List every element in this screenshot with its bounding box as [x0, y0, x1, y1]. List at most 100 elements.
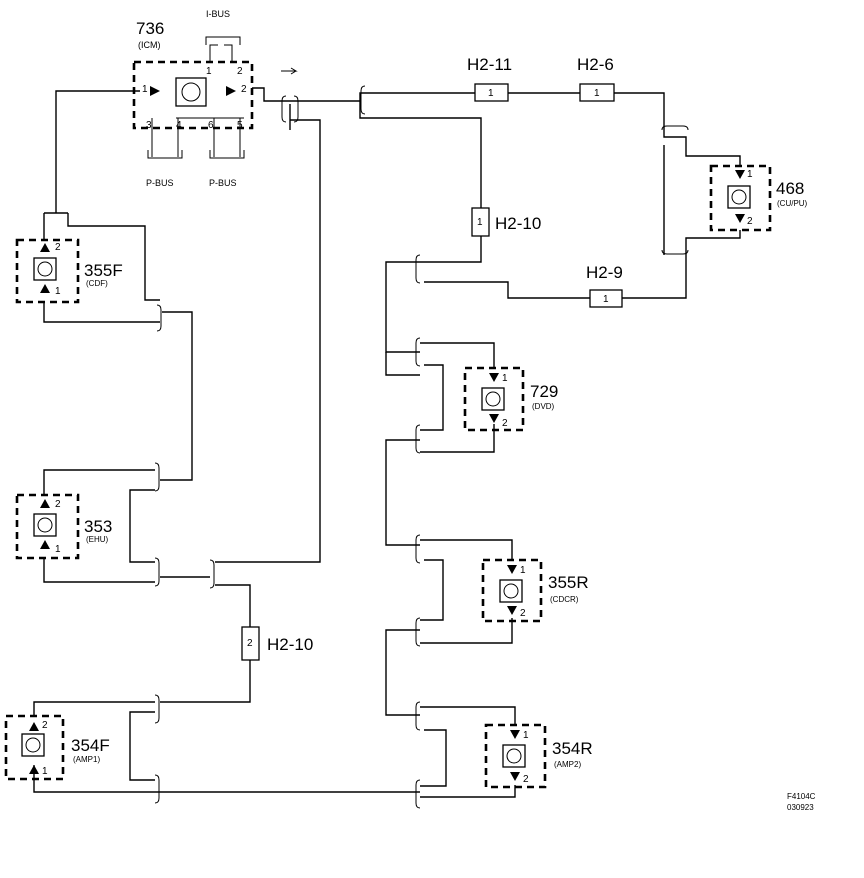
node-354r-in-arrow — [510, 730, 520, 739]
splice-marks — [147, 36, 689, 809]
splice-left-4 — [209, 559, 215, 589]
node-355f-pin-out: 2 — [55, 242, 61, 253]
pbus-bracket-right — [209, 150, 245, 159]
node-354f[interactable]: 2 1 354F (AMP1) — [4, 714, 110, 781]
node-353-pin-out: 2 — [55, 499, 61, 510]
node-353-name: (EHU) — [86, 535, 109, 544]
connector-h2-9[interactable]: 1 H2-9 — [586, 263, 623, 308]
node-729-pin-out: 2 — [502, 418, 508, 429]
wire-354f-out — [33, 701, 155, 716]
node-354f-out-arrow — [29, 722, 39, 731]
node-355r-icon — [503, 583, 519, 599]
footer-code: F4104C — [787, 792, 816, 801]
node-468-pin-in: 1 — [747, 169, 753, 180]
icm-pin-ibus-1: 1 — [206, 66, 212, 77]
wire-355r-loop — [420, 559, 444, 621]
node-729-in-arrow — [489, 373, 499, 382]
connector-h2-11-label: H2-11 — [467, 55, 512, 74]
connector-h2-10-top[interactable]: 1 H2-10 — [471, 207, 541, 237]
icm-pin-5: 5 — [237, 120, 243, 131]
wire-h2-10-bottom-down — [160, 660, 251, 703]
wire-right-bus-3 — [385, 439, 420, 546]
node-354r[interactable]: 1 2 354R (AMP2) — [484, 723, 593, 789]
splice-right-4 — [415, 534, 421, 564]
wire-354r-out — [420, 785, 516, 798]
wire-dvd-out — [420, 424, 495, 453]
node-468-out-arrow — [735, 214, 745, 223]
splice-right-5 — [415, 617, 421, 647]
node-354f-in-arrow — [29, 765, 39, 774]
node-355f-icon — [37, 261, 53, 277]
node-355r-number: 355R — [548, 573, 589, 592]
node-355r-out-arrow — [507, 606, 517, 615]
node-355r-in-arrow — [507, 565, 517, 574]
node-729-box — [463, 366, 525, 432]
node-354r-number: 354R — [552, 739, 593, 758]
node-468-in-arrow — [735, 170, 745, 179]
icm-pin-3: 3 — [146, 120, 152, 131]
wire-355r-out — [420, 618, 513, 644]
connector-h2-9-label: H2-9 — [586, 263, 623, 282]
icm-pin-in: 1 — [142, 84, 148, 95]
node-355r[interactable]: 1 2 355R (CDCR) — [481, 558, 589, 623]
splice-ring-top — [360, 85, 366, 115]
node-468-pin-out: 2 — [747, 216, 753, 227]
node-355f-box — [15, 238, 80, 304]
wire-355f-in — [43, 302, 160, 323]
connector-h2-11[interactable]: 1 H2-11 — [467, 55, 512, 102]
wire-353-loop — [129, 489, 155, 563]
icm-module[interactable]: 736 (ICM) I-BUS P-BUS P-BUS 1 2 1 2 3 4 … — [132, 9, 254, 188]
wire-468-out — [685, 230, 741, 255]
node-468-number: 468 — [776, 179, 804, 198]
wire-to-h2-10-top — [359, 101, 482, 208]
icm-number: 736 — [136, 19, 164, 38]
splice-468-top — [661, 125, 689, 131]
wire-dvd-loop — [420, 364, 444, 431]
icm-pin-ibus-2: 2 — [237, 66, 243, 77]
wire-468-h2-9 — [622, 255, 687, 299]
icm-transceiver-icon — [181, 82, 201, 102]
wire-h2-9-splice — [424, 281, 590, 299]
node-354f-box — [4, 714, 65, 781]
wire-dvd-in — [420, 342, 495, 368]
node-354f-icon — [25, 737, 41, 753]
icm-pin-6: 6 — [208, 120, 214, 131]
node-354r-box — [484, 723, 547, 789]
node-729-pin-in: 1 — [502, 373, 508, 384]
node-729[interactable]: 1 2 729 (DVD) — [463, 366, 558, 432]
node-354r-icon — [506, 748, 522, 764]
splice-left-5 — [154, 694, 160, 724]
node-468-name: (CU/PU) — [777, 199, 808, 208]
node-354r-name: (AMP2) — [554, 760, 581, 769]
node-468[interactable]: 1 2 468 (CU/PU) — [709, 164, 808, 232]
node-355f-out-arrow — [40, 243, 50, 252]
node-355f-in-arrow — [40, 284, 50, 293]
icm-out-arrow — [226, 86, 236, 96]
wire-h2-10-down — [424, 236, 482, 263]
node-729-out-arrow — [489, 414, 499, 423]
node-468-icon — [731, 189, 747, 205]
pbus-bracket-left — [147, 150, 183, 159]
icm-pin-out: 2 — [241, 84, 247, 95]
node-355f[interactable]: 2 1 355F (CDF) — [15, 238, 123, 304]
wire-353-in — [43, 558, 155, 583]
node-355f-number: 355F — [84, 261, 123, 280]
node-354f-name: (AMP1) — [73, 755, 100, 764]
splice-left-2 — [154, 462, 160, 492]
wire-to-h2-10-bottom — [215, 584, 251, 627]
icm-pbus-left-label: P-BUS — [146, 178, 174, 188]
splice-right-6 — [415, 701, 421, 731]
wire-right-bus-4 — [385, 629, 420, 716]
wire-354r-in — [420, 706, 516, 725]
wire-ibus-2 — [224, 44, 233, 63]
node-468-box — [709, 164, 772, 232]
node-353[interactable]: 2 1 353 (EHU) — [15, 493, 112, 560]
node-354f-pin-in: 1 — [42, 766, 48, 777]
connector-h2-6[interactable]: 1 H2-6 — [577, 55, 615, 102]
connector-h2-10-bottom[interactable]: 2 H2-10 — [241, 626, 313, 661]
connector-h2-11-pin: 1 — [488, 88, 494, 99]
icm-transceiver — [175, 77, 207, 107]
icm-pin-4: 4 — [176, 120, 182, 131]
node-353-number: 353 — [84, 517, 112, 536]
